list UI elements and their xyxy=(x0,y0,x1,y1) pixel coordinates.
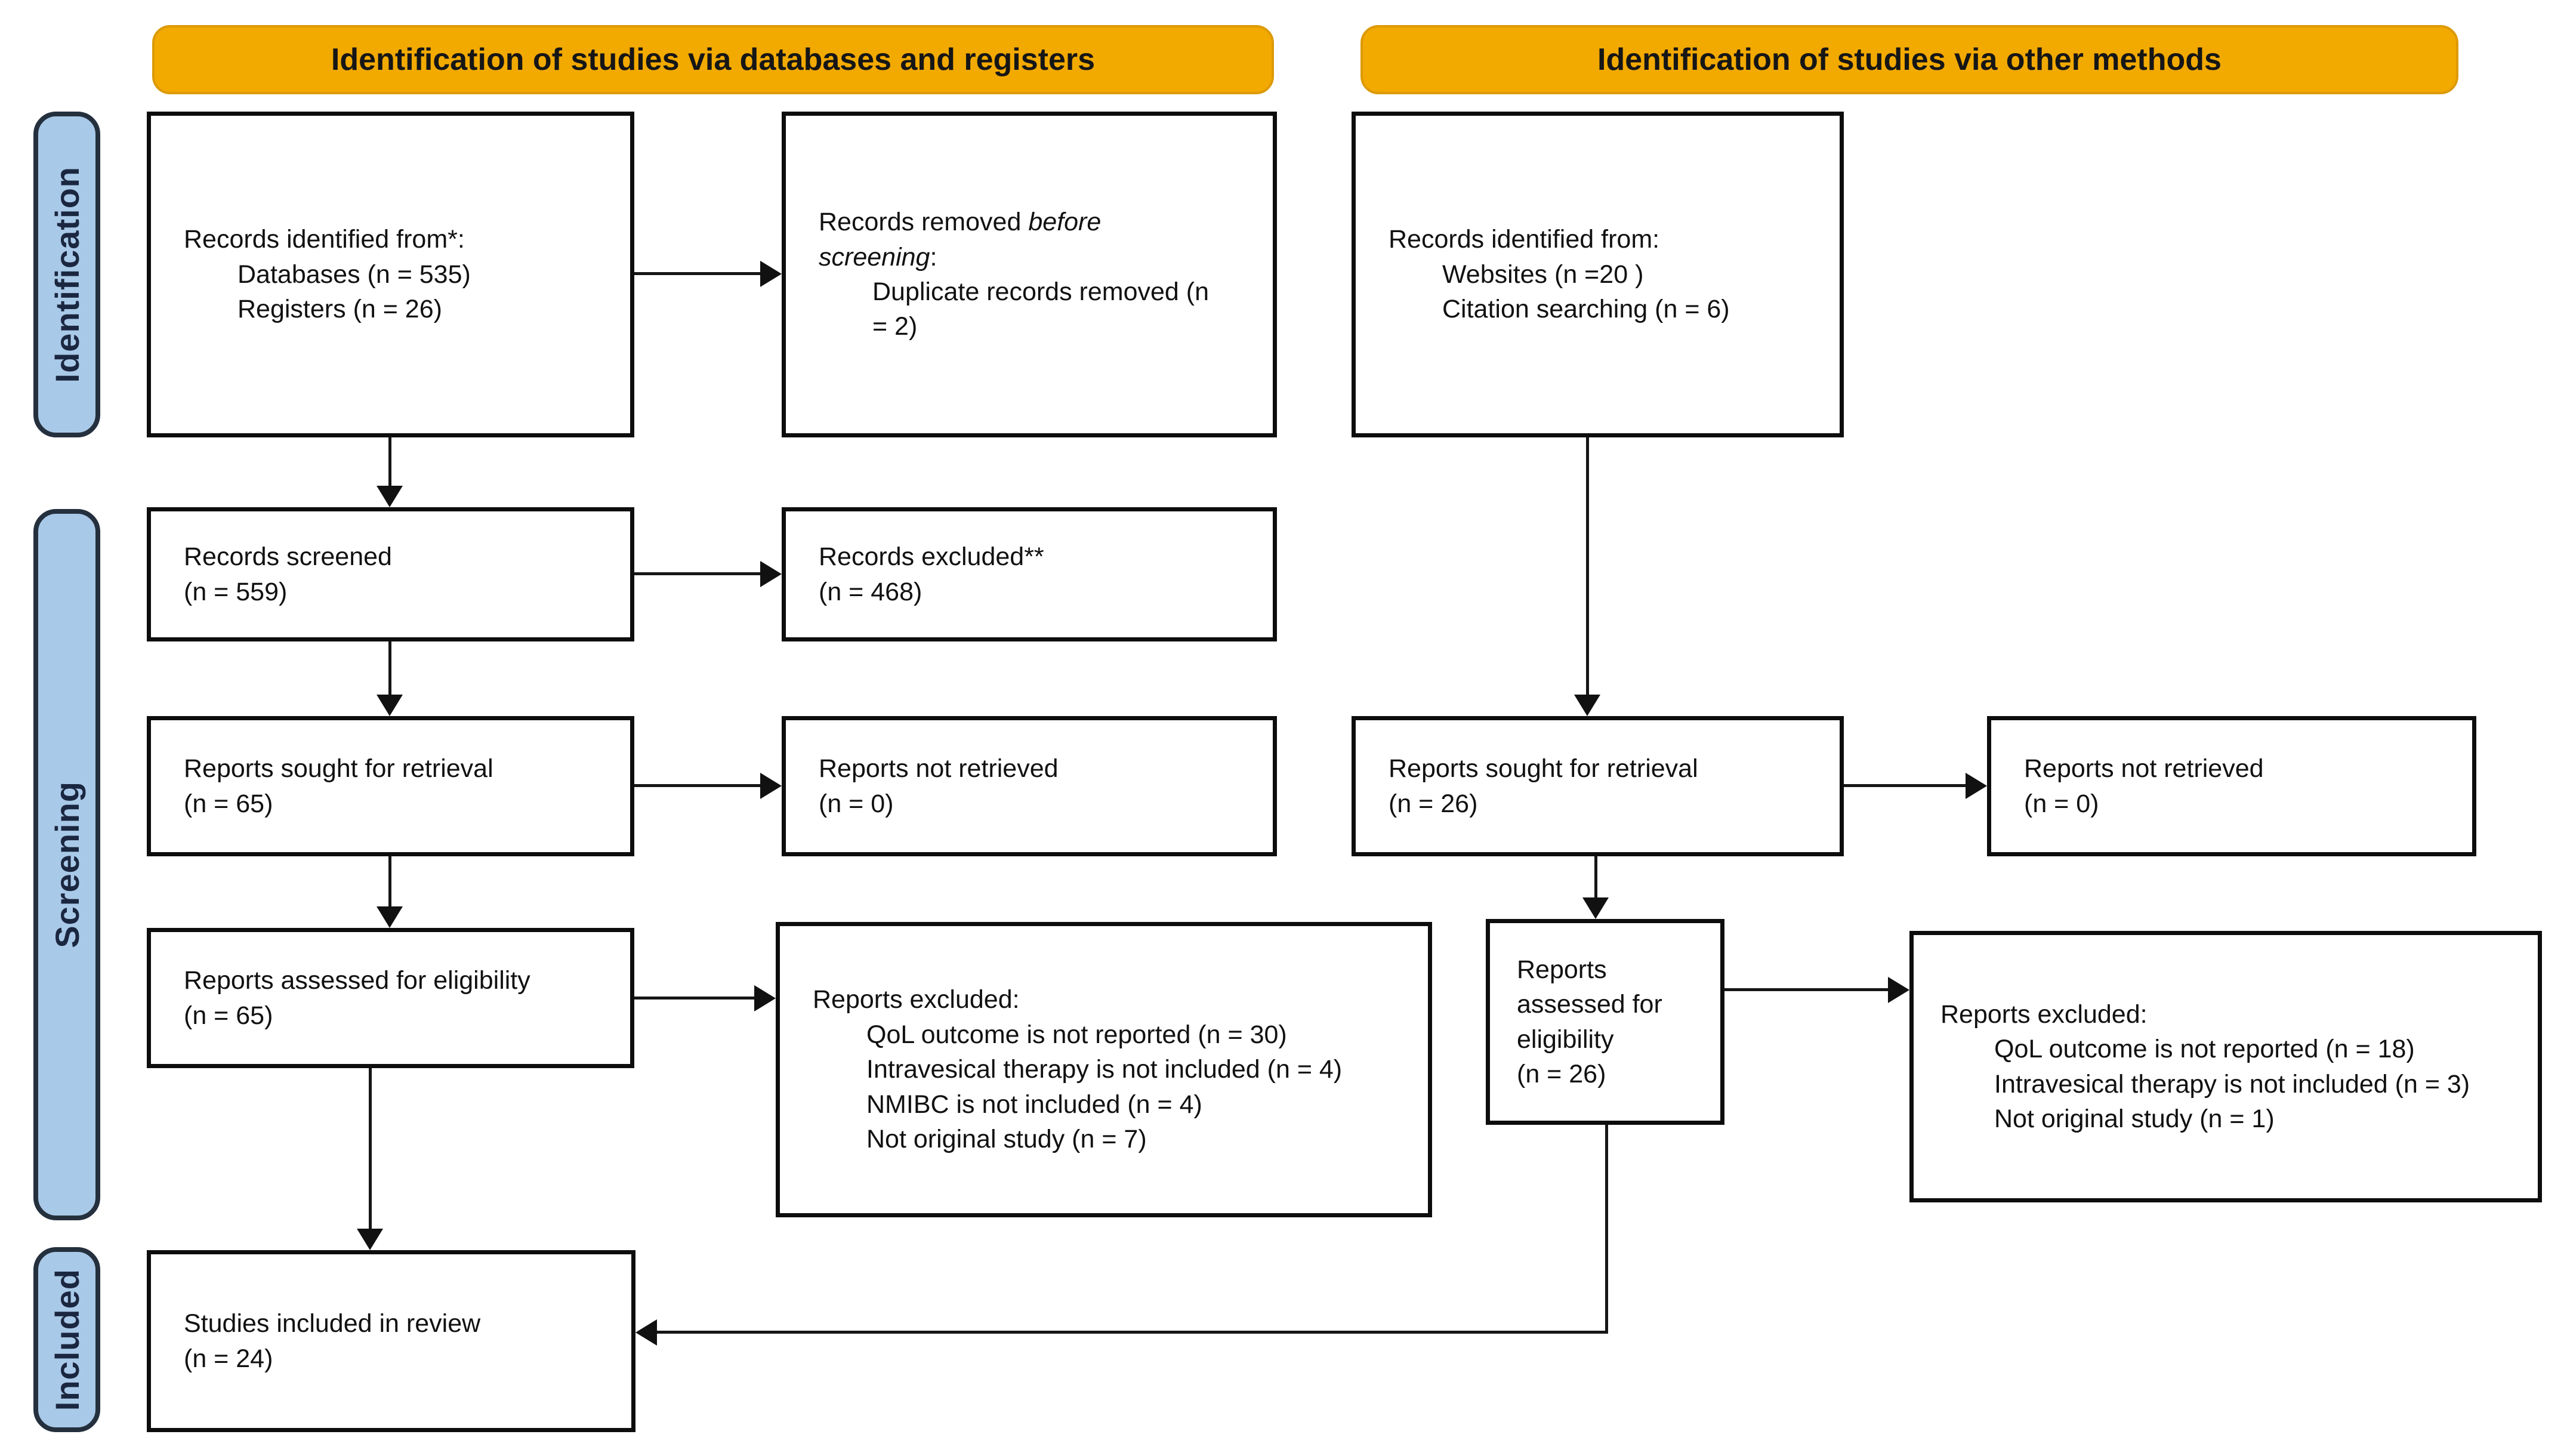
arrowhead-down-icon xyxy=(377,486,403,507)
box-title: Records identified from*: xyxy=(184,225,465,254)
box-line2: (n = 24) xyxy=(184,1344,273,1373)
connector-other-assessed-to-excluded xyxy=(1724,988,1892,991)
box-title-colon: : xyxy=(930,242,937,272)
banner-identification-other: Identification of studies via other meth… xyxy=(1360,25,2458,94)
box-reports-sought-other: Reports sought for retrieval (n = 26) xyxy=(1352,716,1844,856)
box-line2: (n = 468) xyxy=(819,577,923,606)
connector-assessed-to-excluded xyxy=(634,997,757,1000)
banner-identification-databases: Identification of studies via databases … xyxy=(152,25,1274,94)
arrowhead-left-icon xyxy=(635,1319,657,1346)
box-records-excluded: Records excluded** (n = 468) xyxy=(782,507,1277,641)
box-line1: Studies included in review xyxy=(184,1309,481,1338)
box-line1: Records screened xyxy=(184,542,392,572)
arrowhead-right-icon xyxy=(760,561,782,587)
box-records-screened: Records screened (n = 559) xyxy=(147,507,634,641)
box-line1: Reports sought for retrieval xyxy=(1389,754,1698,783)
connector-sought-to-not-retrieved xyxy=(634,784,763,787)
box-item: Websites (n =20 ) xyxy=(1442,260,1644,289)
box-reports-excluded-other: Reports excluded: QoL outcome is not rep… xyxy=(1909,931,2542,1202)
box-item: Citation searching (n = 6) xyxy=(1442,295,1730,324)
box-line1: Reports not retrieved xyxy=(2024,754,2264,783)
banner-identification-other-label: Identification of studies via other meth… xyxy=(1597,42,2222,77)
box-reports-sought-databases: Reports sought for retrieval (n = 65) xyxy=(147,716,634,856)
box-item: Duplicate records removed (n = 2) xyxy=(872,277,1210,341)
box-item: Not original study (n = 7) xyxy=(866,1125,1147,1154)
connector-identified-to-removed xyxy=(634,272,763,275)
connector-other-sought-to-not-retrieved xyxy=(1844,784,1969,787)
box-item: NMIBC is not included (n = 4) xyxy=(866,1090,1202,1119)
arrowhead-right-icon xyxy=(1888,977,1909,1003)
box-line1: Reports assessed for eligibility xyxy=(1517,955,1662,1054)
box-line2: (n = 65) xyxy=(184,1001,273,1030)
box-line2: (n = 0) xyxy=(2024,789,2099,818)
arrowhead-right-icon xyxy=(754,985,776,1011)
box-title: Reports excluded: xyxy=(1940,1000,2148,1029)
stage-label-identification-text: Identification xyxy=(48,166,86,383)
box-line2: (n = 559) xyxy=(184,577,288,606)
stage-label-screening-text: Screening xyxy=(48,781,86,948)
arrowhead-down-icon xyxy=(1582,897,1609,919)
arrowhead-down-icon xyxy=(1574,695,1600,716)
box-line2: (n = 0) xyxy=(819,789,894,818)
connector-other-assessed-to-included xyxy=(656,1331,1608,1334)
connector-assessed-to-included xyxy=(369,1068,372,1229)
box-title: Records identified from: xyxy=(1389,225,1660,254)
box-title-text: Records removed xyxy=(819,208,1029,237)
connector-other-assessed-down xyxy=(1605,1125,1608,1334)
box-item: QoL outcome is not reported (n = 30) xyxy=(866,1020,1287,1049)
box-records-identified-other: Records identified from: Websites (n =20… xyxy=(1352,112,1844,437)
arrowhead-down-icon xyxy=(377,695,403,716)
box-records-removed-before-screening: Records removed before screening: Duplic… xyxy=(782,112,1277,437)
box-reports-assessed-databases: Reports assessed for eligibility (n = 65… xyxy=(147,928,634,1068)
box-line1: Reports not retrieved xyxy=(819,754,1059,783)
connector-sought-to-assessed xyxy=(388,856,391,907)
box-line1: Records excluded** xyxy=(819,542,1044,572)
stage-label-identification: Identification xyxy=(33,112,100,437)
box-reports-not-retrieved-databases: Reports not retrieved (n = 0) xyxy=(782,716,1277,856)
connector-screened-to-excluded xyxy=(634,572,763,575)
arrowhead-right-icon xyxy=(760,773,782,799)
banner-identification-databases-label: Identification of studies via databases … xyxy=(331,42,1096,77)
box-reports-assessed-other: Reports assessed for eligibility (n = 26… xyxy=(1486,919,1724,1125)
arrowhead-down-icon xyxy=(377,906,403,928)
box-item: Not original study (n = 1) xyxy=(1994,1104,2275,1133)
box-item: Intravesical therapy is not included (n … xyxy=(866,1055,1343,1084)
stage-label-included-text: Included xyxy=(48,1268,86,1411)
connector-screened-to-sought xyxy=(388,641,391,695)
box-item: QoL outcome is not reported (n = 18) xyxy=(1994,1035,2415,1064)
box-item: Registers (n = 26) xyxy=(237,295,442,324)
box-title: Reports excluded: xyxy=(813,985,1020,1014)
box-line1: Reports sought for retrieval xyxy=(184,754,493,783)
connector-other-sought-to-assessed xyxy=(1594,856,1597,898)
box-studies-included: Studies included in review (n = 24) xyxy=(147,1250,635,1432)
box-line2: (n = 26) xyxy=(1517,1059,1606,1088)
connector-other-identified-to-sought xyxy=(1586,437,1589,695)
arrowhead-down-icon xyxy=(357,1229,383,1250)
box-item: Databases (n = 535) xyxy=(237,260,471,289)
arrowhead-right-icon xyxy=(1966,773,1987,799)
box-line1: Reports assessed for eligibility xyxy=(184,966,530,995)
stage-label-included: Included xyxy=(33,1247,100,1432)
arrowhead-right-icon xyxy=(760,261,782,287)
connector-identified-to-screened xyxy=(388,437,391,486)
box-reports-not-retrieved-other: Reports not retrieved (n = 0) xyxy=(1987,716,2476,856)
box-title: Records removed before screening: xyxy=(819,205,1162,274)
box-line2: (n = 26) xyxy=(1389,789,1478,818)
box-reports-excluded-databases: Reports excluded: QoL outcome is not rep… xyxy=(776,922,1432,1217)
box-item: Intravesical therapy is not included (n … xyxy=(1994,1069,2470,1099)
stage-label-screening: Screening xyxy=(33,509,100,1220)
box-title-italic: before screening xyxy=(819,208,1102,272)
box-records-identified-databases: Records identified from*: Databases (n =… xyxy=(147,112,634,437)
box-line2: (n = 65) xyxy=(184,789,273,818)
